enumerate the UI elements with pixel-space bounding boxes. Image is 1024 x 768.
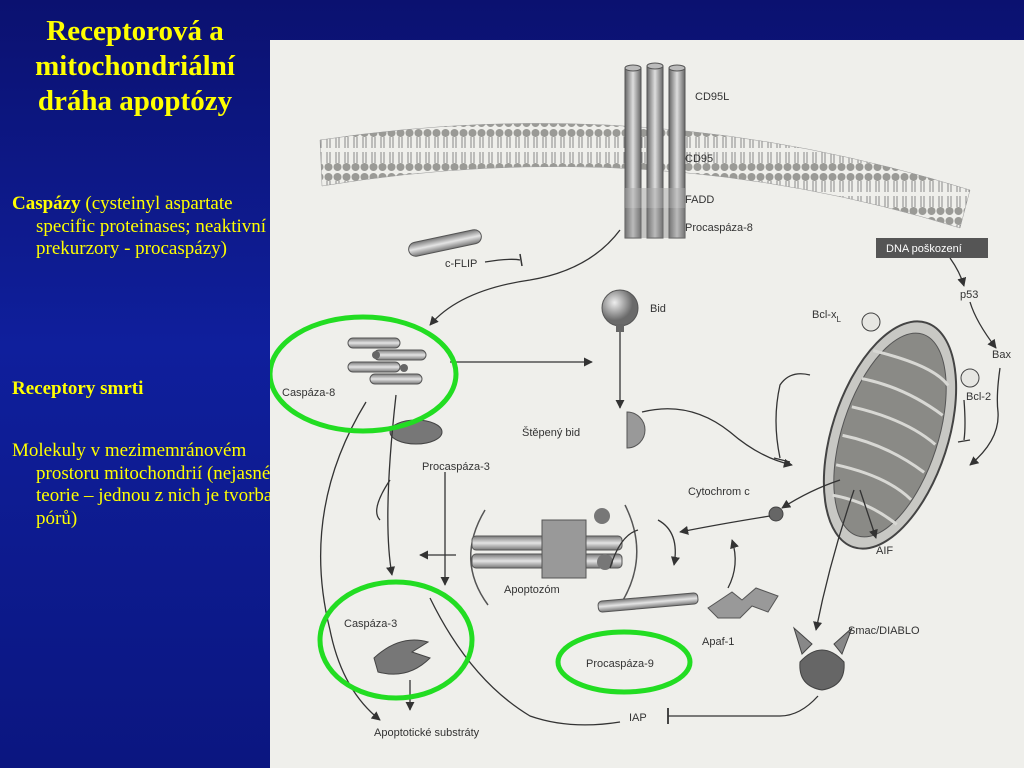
bullet-bold: Caspázy (12, 193, 81, 214)
label-bax: Bax (992, 349, 1011, 361)
caspaza-3-molecule (373, 639, 431, 675)
cflip-molecule (408, 229, 482, 257)
pathway-arrows (319, 229, 1001, 726)
cytochrom-c-molecule (768, 506, 784, 522)
bullet-text: Molekuly v mezimemránovém prostoru mitoc… (12, 440, 273, 529)
diagram-canvas: CD95L CD95 FADD Procaspáza-8 c-FLIP DNA … (270, 62, 1011, 739)
label-dna: DNA poškození (886, 243, 962, 255)
label-bclxl: Bcl-xL (812, 309, 841, 324)
label-smac: Smac/DIABLO (848, 625, 920, 637)
label-aif: AIF (876, 545, 893, 557)
slide-title: Receptorová a mitochondriální dráha apop… (35, 15, 235, 117)
label-stepeny-bid: Štěpený bid (522, 426, 580, 439)
mitochondrion (822, 320, 958, 550)
label-procaspaza-8: Procaspáza-8 (685, 222, 753, 234)
cleaved-bid (626, 411, 646, 449)
smac-molecule (799, 649, 845, 691)
label-cd95: CD95 (685, 153, 713, 165)
dna-damage-box (876, 238, 988, 258)
apoptozom-complex (469, 504, 638, 606)
label-caspaza-3: Caspáza-3 (344, 618, 397, 630)
bullet-bold: Receptory smrti (12, 378, 144, 399)
label-fadd: FADD (685, 194, 714, 206)
bullet-receptory: Receptory smrti (12, 378, 286, 401)
text-panel: Receptorová a mitochondriální dráha apop… (0, 0, 272, 768)
apoptosis-pathway-diagram: CD95L CD95 FADD Procaspáza-8 c-FLIP DNA … (270, 40, 1024, 768)
apaf-1-molecule (597, 592, 699, 613)
label-cd95l: CD95L (695, 91, 729, 103)
label-caspaza-8: Caspáza-8 (282, 387, 335, 399)
bclxl-channel (861, 312, 881, 332)
label-procaspaza-9: Procaspáza-9 (586, 658, 654, 670)
cd95-receptor-complex (624, 62, 686, 239)
label-cflip: c-FLIP (445, 258, 477, 270)
highlight-caspaza-3 (317, 579, 475, 701)
bullet-text: (cysteinyl aspartate specific proteinase… (36, 193, 267, 259)
label-bclxl-main: Bcl-x (812, 309, 837, 321)
label-apaf1: Apaf-1 (702, 636, 734, 648)
highlight-rings (270, 314, 693, 701)
label-procaspaza-3: Procaspáza-3 (422, 461, 490, 473)
bcl2-channel (960, 368, 980, 388)
label-apoptozom: Apoptozóm (504, 584, 560, 596)
highlight-caspaza-8 (270, 314, 459, 434)
bullet-molekuly: Molekuly v mezimemránovém prostoru mitoc… (12, 440, 286, 530)
label-cytochrom: Cytochrom c (688, 486, 750, 498)
bullet-caspazy: Caspázy (cysteinyl aspartate specific pr… (12, 193, 286, 261)
label-p53: p53 (960, 289, 978, 301)
highlight-procaspaza-9 (555, 629, 693, 695)
label-bclxl-sub: L (836, 315, 841, 324)
bid-molecule (601, 289, 639, 327)
caspaza-8-complex (347, 337, 427, 385)
label-apoptoticke-substraty: Apoptotické substráty (374, 727, 480, 739)
label-bid: Bid (650, 303, 666, 315)
label-iap: IAP (629, 712, 647, 724)
label-bcl2: Bcl-2 (966, 391, 991, 403)
cell-membrane (319, 123, 971, 229)
